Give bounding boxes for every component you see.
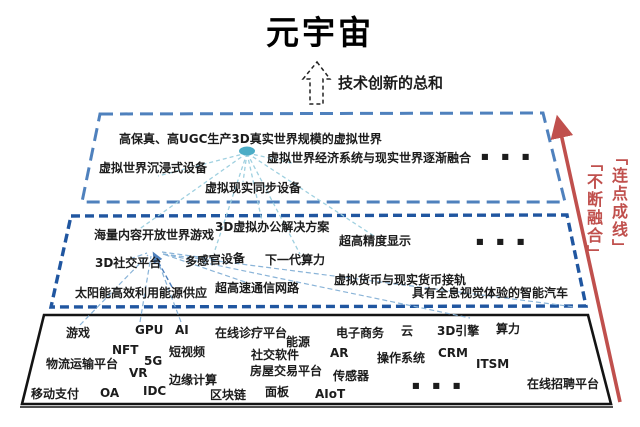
fan-lines-from-hub: [137, 152, 375, 255]
layer2-3d-social: 3D社交平台: [95, 256, 162, 270]
layer1-economy-fusion: 虚拟世界经济系统与现实世界逐渐融合: [267, 151, 472, 165]
foundation-social-software: 社交软件: [251, 348, 300, 362]
foundation-ar: AR: [330, 346, 349, 360]
foundation-logistics: 物流运输平台: [46, 357, 119, 371]
foundation-ellipsis: ■ ■ ■: [412, 381, 466, 390]
layer2-ultra-hd-display: 超高精度显示: [339, 234, 412, 248]
foundation-panel: 面板: [265, 385, 290, 399]
foundation-sensors: 传感器: [333, 369, 370, 383]
foundation-short-video: 短视频: [169, 345, 206, 359]
hub-node: [239, 146, 255, 156]
layer2-holographic-smart-car: 具有全息视觉体验的智能汽车: [412, 286, 569, 300]
fusion-trend-arrow: [550, 114, 622, 403]
layer2-ultra-fast-network: 超高速通信网路: [215, 281, 300, 295]
foundation-real-estate: 房屋交易平台: [250, 364, 323, 378]
page-title: 元宇宙: [266, 13, 374, 52]
layer1-immersive-devices: 虚拟世界沉浸式设备: [99, 161, 208, 175]
foundation-nft: NFT: [112, 343, 139, 357]
foundation-gpu: GPU: [135, 323, 164, 337]
foundation-oa: OA: [100, 386, 120, 400]
layer1-trapezoid: [80, 111, 567, 204]
layer2-3d-virtual-office: 3D虚拟办公解决方案: [215, 220, 330, 234]
foundation-5g: 5G: [144, 354, 163, 368]
foundation-online-recruiting: 在线招聘平台: [527, 377, 600, 391]
foundation-aiot: AIoT: [315, 387, 346, 401]
foundation-crm: CRM: [438, 346, 468, 360]
foundation-os: 操作系统: [377, 351, 426, 365]
foundation-itsm: ITSM: [476, 357, 510, 371]
foundation-edge-computing: 边缘计算: [169, 373, 218, 387]
side-note-continuous-fusion: 「不断融合」: [584, 155, 603, 263]
foundation-mobile-payment: 移动支付: [31, 387, 80, 401]
foundation-idc: IDC: [143, 384, 167, 398]
layer1-ellipsis: ■ ■ ■: [481, 152, 535, 161]
converge-arrow: [152, 251, 173, 288]
foundation-ai: AI: [175, 323, 189, 337]
foundation-computing-power: 算力: [496, 322, 521, 336]
side-note-connect-dots: 「连点成线」: [609, 149, 628, 257]
foundation-energy: 能源: [286, 335, 311, 349]
layer2-virtual-currency: 虚拟货币与现实货币接轨: [334, 273, 467, 287]
layer2-solar-energy: 太阳能高效利用能源供应: [75, 286, 208, 300]
foundation-games: 游戏: [66, 326, 91, 340]
layer1-vr-sync-devices: 虚拟现实同步设备: [205, 181, 302, 195]
foundation-trapezoid: [20, 313, 613, 406]
foundation-3d-engine: 3D引擎: [437, 324, 480, 338]
foundation-online-clinic: 在线诊疗平台: [215, 326, 288, 340]
layer2-open-world-game: 海量内容开放世界游戏: [94, 228, 215, 242]
foundation-ecommerce: 电子商务: [336, 326, 385, 340]
layer1-hifi-ugc-virtual-world: 高保真、高UGC生产3D真实世界规模的虚拟世界: [119, 132, 382, 146]
title-caption: 技术创新的总和: [338, 74, 444, 92]
converge-lines: [79, 251, 576, 326]
foundation-vr: VR: [129, 366, 148, 380]
layer2-trapezoid: [48, 213, 589, 309]
foundation-cloud: 云: [401, 324, 414, 338]
layer2-next-gen-computing: 下一代算力: [265, 253, 326, 267]
foundation-blockchain: 区块链: [210, 388, 247, 402]
layer2-ellipsis: ■ ■ ■: [476, 237, 530, 246]
title-up-arrow-icon: [301, 60, 332, 105]
